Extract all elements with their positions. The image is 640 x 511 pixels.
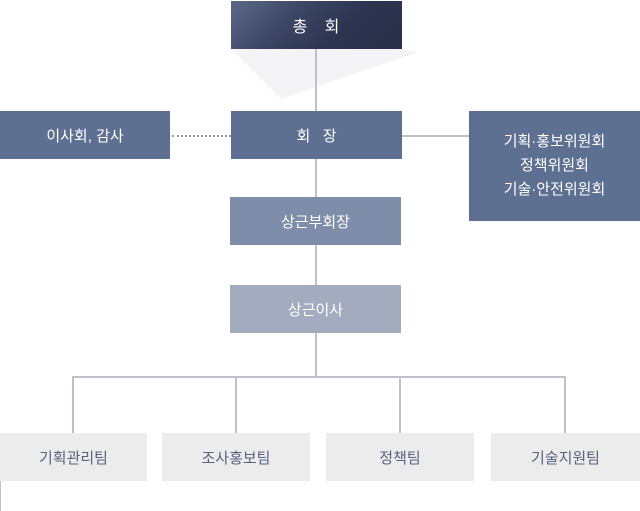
board-audit-box: 이사회, 감사 [0,111,170,159]
connector-line [72,376,74,433]
connector-line [402,135,469,137]
general-assembly-box: 총 회 [231,1,402,49]
team-box: 기술지원팀 [491,433,640,481]
team-box: 조사홍보팀 [162,433,310,481]
committee-item: 정책위원회 [519,157,589,174]
dotted-connector [172,135,231,137]
decorative-shadow [231,49,418,99]
committee-item: 기획·홍보위원회 [503,133,606,150]
connector-line [72,376,566,378]
connector-line [564,376,566,433]
connector-line [315,333,317,377]
connector-line [235,376,237,433]
executive-director-box: 상근이사 [230,285,401,333]
connector-line [315,49,317,111]
committee-item: 기술·안전위원회 [503,181,606,198]
team-box: 정책팀 [326,433,474,481]
vice-chairman-box: 상근부회장 [230,197,401,245]
chairman-box: 회 장 [231,111,402,159]
connector-line [0,481,1,511]
committees-box: 기획·홍보위원회 정책위원회 기술·안전위원회 [469,111,640,221]
connector-line [399,376,401,433]
team-box: 기획관리팀 [0,433,147,481]
